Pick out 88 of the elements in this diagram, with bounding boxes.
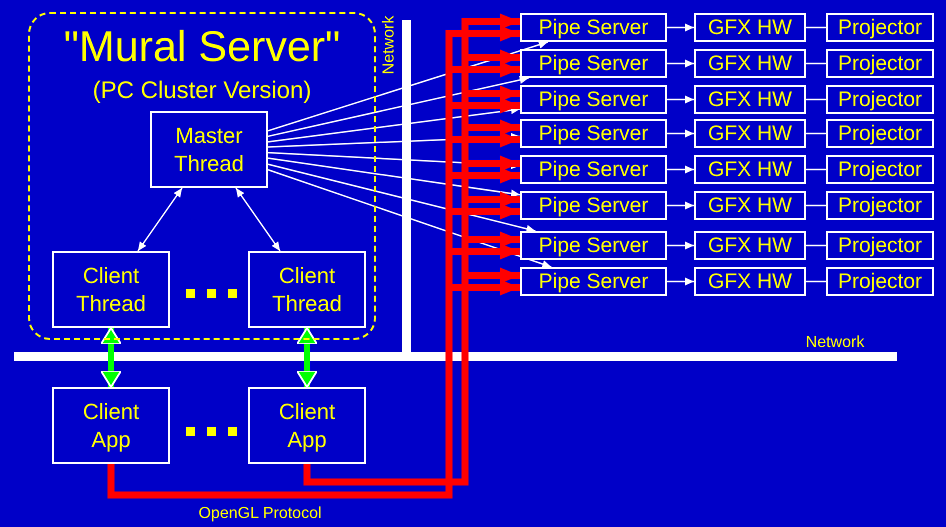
- arrow: [235, 188, 281, 252]
- arrow: [667, 202, 694, 210]
- box-label: Pipe Server: [538, 194, 648, 218]
- network-label: Network: [806, 333, 864, 353]
- network-label: OpenGL Protocol: [198, 504, 322, 524]
- arrow: [268, 76, 529, 138]
- box-label: GFX HW: [708, 234, 792, 258]
- process-box: [826, 231, 934, 260]
- box-label: GFX HW: [708, 88, 792, 112]
- box-label: GFX HW: [708, 270, 792, 294]
- connector-line: [806, 98, 826, 100]
- box-label: Client Thread: [271, 262, 343, 318]
- dashed-group-box: [28, 12, 376, 340]
- process-box: [248, 251, 366, 328]
- process-box: [150, 111, 268, 188]
- process-box: [694, 155, 806, 184]
- box-label: Master Thread: [173, 122, 245, 178]
- box-label: Pipe Server: [538, 122, 648, 146]
- process-box: [520, 49, 667, 78]
- process-box: [694, 119, 806, 148]
- box-label: Pipe Server: [538, 234, 648, 258]
- connector-line: [806, 26, 826, 28]
- box-label: Projector: [838, 270, 922, 294]
- process-box: [826, 155, 934, 184]
- process-box: [520, 155, 667, 184]
- process-box: [826, 85, 934, 114]
- arrow: [102, 327, 120, 388]
- arrow: [667, 130, 694, 138]
- process-box: [52, 387, 170, 464]
- arrow: [137, 188, 183, 252]
- connector-line: [806, 280, 826, 282]
- box-label: Pipe Server: [538, 158, 648, 182]
- process-box: [694, 231, 806, 260]
- process-box: [694, 191, 806, 220]
- box-label: GFX HW: [708, 194, 792, 218]
- connector-line: [806, 132, 826, 134]
- group-title: "Mural Server": [64, 22, 340, 72]
- process-box: [52, 251, 170, 328]
- box-label: Projector: [838, 16, 922, 40]
- process-box: [520, 267, 667, 296]
- group-subtitle: (PC Cluster Version): [92, 76, 312, 106]
- process-box: [826, 13, 934, 42]
- box-label: Projector: [838, 234, 922, 258]
- process-box: [694, 267, 806, 296]
- arrow: [298, 327, 316, 388]
- box-label: GFX HW: [708, 16, 792, 40]
- box-label: GFX HW: [708, 122, 792, 146]
- arrow: [667, 60, 694, 68]
- process-box: [248, 387, 366, 464]
- box-label: Client App: [82, 398, 140, 454]
- box-label: Projector: [838, 122, 922, 146]
- box-label: Projector: [838, 52, 922, 76]
- arrow: [667, 96, 694, 104]
- box-label: Pipe Server: [538, 52, 648, 76]
- process-box: [826, 191, 934, 220]
- process-box: [694, 13, 806, 42]
- arrow: [667, 278, 694, 286]
- box-label: Client App: [278, 398, 336, 454]
- box-label: Projector: [838, 88, 922, 112]
- arrow: [667, 166, 694, 174]
- box-label: Pipe Server: [538, 88, 648, 112]
- process-box: [826, 119, 934, 148]
- box-label: Projector: [838, 158, 922, 182]
- process-box: [520, 191, 667, 220]
- connector-line: [806, 168, 826, 170]
- network-label: Network: [379, 16, 398, 74]
- arrow: [667, 242, 694, 250]
- arrow: [268, 157, 520, 198]
- arrow: [667, 24, 694, 32]
- connector-line: [806, 204, 826, 206]
- process-box: [520, 119, 667, 148]
- box-label: GFX HW: [708, 158, 792, 182]
- connector-line: [806, 244, 826, 246]
- box-label: Client Thread: [75, 262, 147, 318]
- box-label: Projector: [838, 194, 922, 218]
- process-box: [694, 85, 806, 114]
- process-box: [520, 85, 667, 114]
- process-box: [826, 267, 934, 296]
- process-box: [520, 13, 667, 42]
- box-label: Pipe Server: [538, 270, 648, 294]
- box-label: Pipe Server: [538, 16, 648, 40]
- arrow: [268, 164, 536, 233]
- process-box: [694, 49, 806, 78]
- connector-line: [806, 62, 826, 64]
- box-label: GFX HW: [708, 52, 792, 76]
- arrow: [268, 106, 520, 143]
- process-box: [826, 49, 934, 78]
- process-box: [520, 231, 667, 260]
